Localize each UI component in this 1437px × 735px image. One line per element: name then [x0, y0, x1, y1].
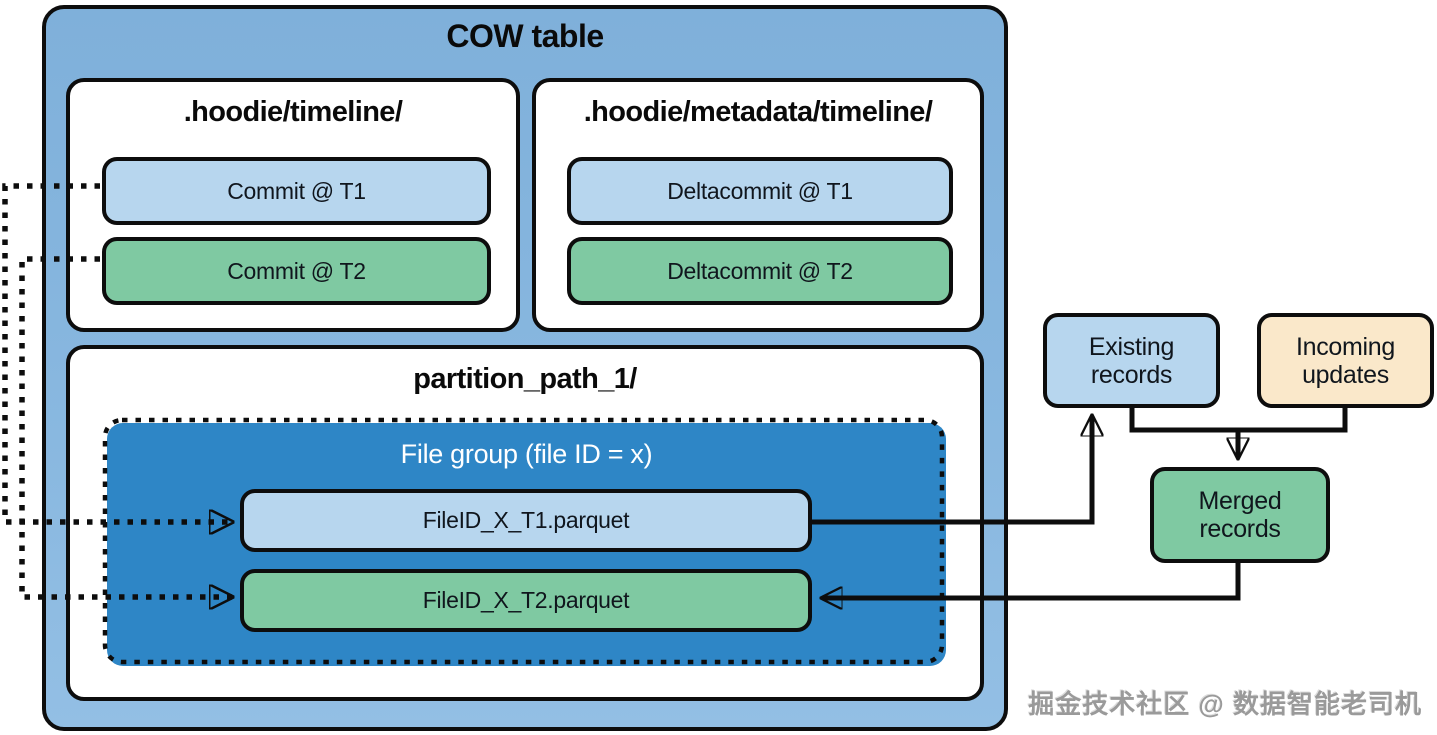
deltacommit-t1-label: Deltacommit @ T1	[667, 177, 853, 204]
merged-records-label: Merged records	[1198, 487, 1282, 543]
commit-t1-label: Commit @ T1	[227, 177, 366, 204]
file-t1-node: FileID_X_T1.parquet	[240, 489, 812, 552]
deltacommit-t2-label: Deltacommit @ T2	[667, 257, 853, 284]
metadata-timeline-folder-box: .hoodie/metadata/timeline/ Deltacommit @…	[532, 78, 984, 332]
timeline-folder-box: .hoodie/timeline/ Commit @ T1 Commit @ T…	[66, 78, 520, 332]
commit-t2-node: Commit @ T2	[102, 237, 491, 305]
file-t2-node: FileID_X_T2.parquet	[240, 569, 812, 632]
metadata-timeline-folder-title: .hoodie/metadata/timeline/	[583, 96, 933, 128]
commit-t1-node: Commit @ T1	[102, 157, 491, 225]
incoming-updates-label: Incoming updates	[1295, 332, 1396, 389]
deltacommit-t2-node: Deltacommit @ T2	[567, 237, 953, 305]
cow-table-title: COW table	[446, 18, 604, 54]
timeline-folder-title: .hoodie/timeline/	[183, 96, 403, 128]
file-t1-label: FileID_X_T1.parquet	[422, 507, 630, 533]
partition-title: partition_path_1/	[413, 363, 637, 395]
watermark-text: 掘金技术社区 @ 数据智能老司机	[1028, 689, 1422, 719]
existing-records-node: Existing records	[1043, 313, 1220, 408]
merged-records-node: Merged records	[1150, 467, 1330, 563]
existing-records-label: Existing records	[1088, 332, 1175, 389]
commit-t2-label: Commit @ T2	[227, 257, 366, 284]
file-group-title: File group (file ID = x)	[400, 439, 653, 469]
connector-join-bracket	[1129, 405, 1348, 433]
partition-box: partition_path_1/ File group (file ID = …	[66, 345, 984, 701]
incoming-updates-node: Incoming updates	[1257, 313, 1434, 408]
file-group-box: File group (file ID = x) FileID_X_T1.par…	[107, 423, 946, 666]
file-t2-label: FileID_X_T2.parquet	[422, 587, 630, 613]
deltacommit-t1-node: Deltacommit @ T1	[567, 157, 953, 225]
